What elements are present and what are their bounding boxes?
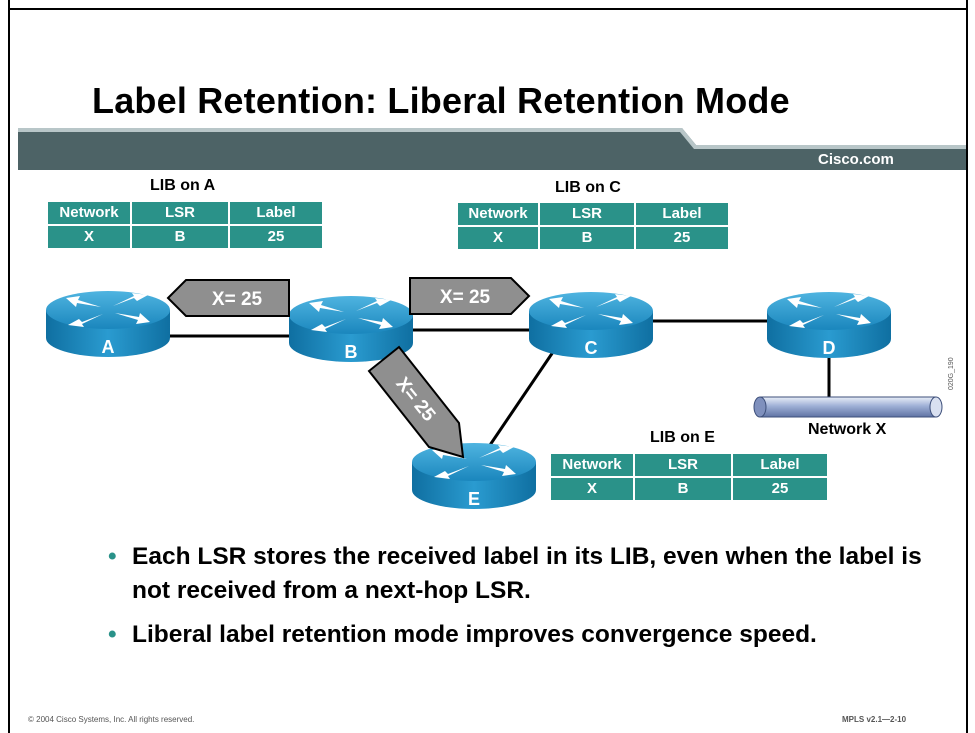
label-arrow-b-to-a: X= 25: [166, 279, 290, 317]
bullet-text: Liberal label retention mode improves co…: [132, 621, 817, 648]
network-links: [168, 319, 831, 449]
frame-top-border: [8, 8, 968, 10]
lib-c-cell-network: X: [458, 226, 540, 249]
router-e: E: [412, 443, 536, 509]
lib-a-cell-lsr: B: [131, 225, 230, 248]
router-a-label: A: [102, 337, 115, 357]
label-arrow-b-to-e: X= 25: [367, 345, 465, 459]
bullet-item: • Each LSR stores the received label in i…: [108, 540, 948, 608]
side-code: 020G_190: [948, 357, 955, 390]
lib-c-table: Network LSR Label X B 25: [458, 203, 728, 249]
lib-c-header-network: Network: [458, 203, 540, 227]
lib-e-cell-label: 25: [771, 480, 789, 497]
lib-a-header-lsr: LSR: [131, 202, 230, 226]
lib-a-cell-label: 25: [267, 228, 285, 245]
bullet-list: • Each LSR stores the received label in i…: [108, 540, 948, 662]
frame-left-border: [8, 0, 10, 733]
router-b-label: B: [345, 342, 358, 362]
frame-right-border: [966, 0, 968, 733]
lib-c-header-lsr: LSR: [539, 203, 636, 227]
bullet-dot-icon: •: [108, 543, 117, 570]
slide-title: Label Retention: Liberal Retention Mode: [92, 80, 790, 121]
lib-e-cell-network: X: [551, 477, 635, 500]
lib-a-table: Network LSR Label X B 25: [48, 202, 322, 248]
lib-c-cell-lsr: B: [539, 226, 636, 249]
link-c-e: [486, 351, 555, 449]
brand-label: Cisco.com: [818, 151, 894, 168]
lib-e-table: Network LSR Label X B 25: [551, 454, 827, 500]
lib-c-header-label: Label: [635, 203, 728, 227]
router-c: C: [529, 292, 653, 358]
lib-e-header-label: Label: [732, 454, 827, 478]
header-banner: [18, 128, 966, 170]
lib-e-header-network: Network: [551, 454, 635, 478]
router-d-label: D: [823, 338, 836, 358]
lib-e-cell-lsr: B: [634, 477, 733, 500]
label-arrow-b-to-c: X= 25: [409, 277, 531, 315]
lib-c-title: LIB on C: [555, 179, 621, 196]
lib-c-cell-label: 25: [673, 229, 691, 246]
router-c-label: C: [585, 338, 598, 358]
footer-course-id: MPLS v2.1—2-10: [842, 715, 907, 724]
lib-e-title: LIB on E: [650, 429, 715, 446]
network-x-cylinder: [753, 396, 943, 418]
bullet-item: • Liberal label retention mode improves c…: [108, 618, 948, 652]
label-arrow-b-to-a-text: X= 25: [212, 289, 263, 310]
bullet-text: Each LSR stores the received label in it…: [132, 543, 922, 604]
lib-a-title: LIB on A: [150, 177, 216, 194]
router-d: D: [767, 292, 891, 358]
bullet-dot-icon: •: [108, 621, 117, 648]
router-e-label: E: [468, 489, 480, 509]
label-arrow-b-to-c-text: X= 25: [440, 287, 491, 308]
footer-copyright: © 2004 Cisco Systems, Inc. All rights re…: [28, 715, 195, 724]
lib-a-cell-network: X: [48, 225, 132, 248]
lib-e-header-lsr: LSR: [634, 454, 733, 478]
network-x-label: Network X: [808, 421, 887, 438]
router-a: A: [46, 291, 170, 357]
router-b: B: [289, 296, 413, 362]
lib-a-header-label: Label: [229, 202, 322, 226]
lib-a-header-network: Network: [48, 202, 132, 226]
